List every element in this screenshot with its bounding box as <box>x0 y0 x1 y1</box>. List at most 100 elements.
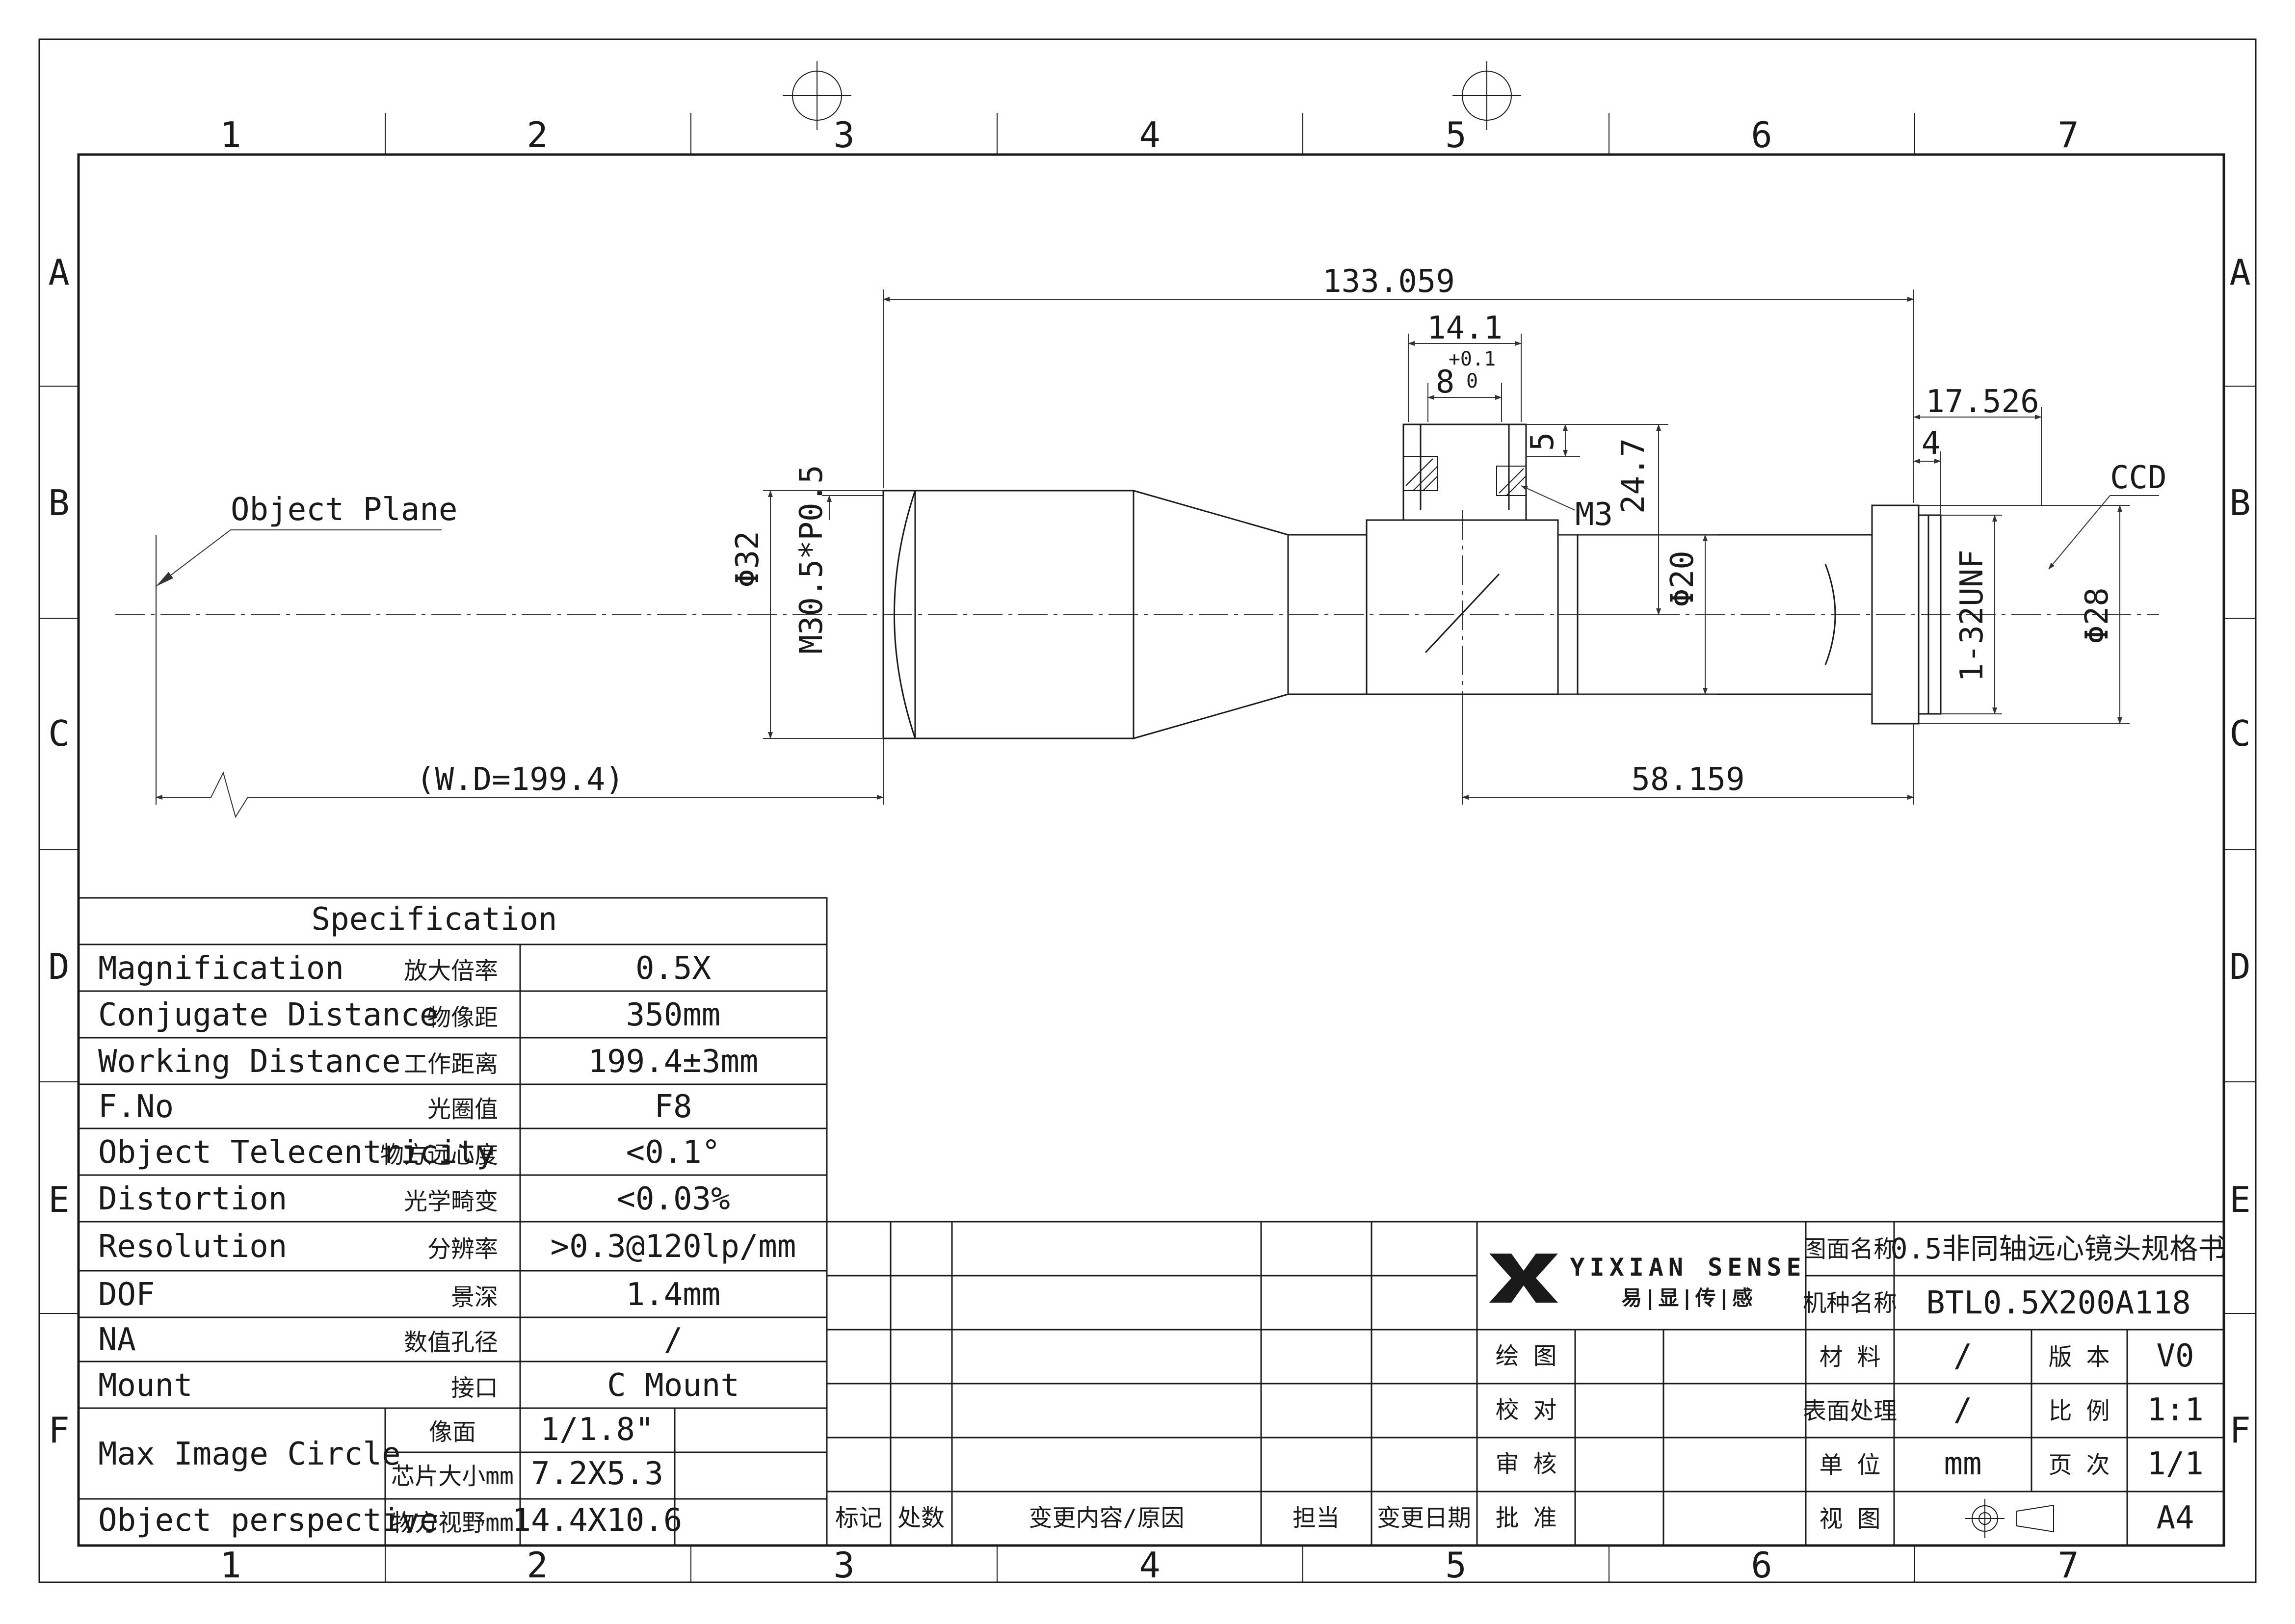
spec-row-value: 1.4mm <box>626 1277 721 1313</box>
spec-row-label: Working Distance <box>98 1044 401 1080</box>
model-label: 机种名称 <box>1803 1289 1897 1317</box>
spec-row-label-cn: 光圈值 <box>427 1096 498 1123</box>
dim-port-tol-minus: 0 <box>1466 370 1478 393</box>
spec-row-value: <0.03% <box>616 1181 730 1217</box>
zone-row-b: B <box>48 482 69 524</box>
zone-col-3: 3 <box>833 114 854 156</box>
role-review: 审 核 <box>1496 1450 1557 1478</box>
page-label: 页 次 <box>2049 1451 2110 1479</box>
zone-row-d-right: D <box>2229 946 2250 987</box>
spec-row-label-cn: 物方远心度 <box>380 1141 498 1169</box>
role-approve: 批 准 <box>1496 1504 1557 1532</box>
spec-row-label: Magnification <box>98 950 344 987</box>
zone-row-e: E <box>48 1179 69 1220</box>
unit-label: 单 位 <box>1820 1451 1881 1479</box>
zone-row-a-right: A <box>2229 252 2250 293</box>
zone-col-3-bottom: 3 <box>833 1545 854 1586</box>
zone-col-7: 7 <box>2058 114 2079 156</box>
zone-row-b-right: B <box>2229 482 2250 524</box>
spec-row-label-cn: 物像距 <box>427 1004 498 1031</box>
unit-value: mm <box>1944 1446 1981 1482</box>
title-block-grid <box>826 1221 2225 1546</box>
zone-grid <box>39 113 2256 1582</box>
spec-row-value: <0.1° <box>626 1134 721 1171</box>
spec-row-label: F.No <box>98 1089 174 1125</box>
dim-mount-thread: 1-32UNF <box>1954 550 1990 682</box>
spec-row-label-cn: 放大倍率 <box>404 957 498 985</box>
material-label: 材 料 <box>1820 1343 1881 1371</box>
zone-col-2: 2 <box>527 114 548 156</box>
spec-row-label-cn: 光学畸变 <box>404 1188 498 1215</box>
dim-port-inner: 8 <box>1436 364 1455 400</box>
rev-header-count: 处数 <box>897 1504 945 1532</box>
ccd-label: CCD <box>2110 460 2167 496</box>
spec-table-grid <box>78 897 828 1546</box>
projection-symbol-icon <box>1965 1499 2054 1538</box>
zone-row-a: A <box>48 252 69 293</box>
company-name-cn: 易|显|传|感 <box>1621 1286 1755 1310</box>
spec-row-label: Distortion <box>98 1181 287 1217</box>
spec-row-value: C Mount <box>607 1367 739 1404</box>
scale-value: 1:1 <box>2147 1392 2204 1428</box>
spec-image-circle-label: Max Image Circle <box>98 1436 401 1472</box>
zone-col-6: 6 <box>1751 114 1772 156</box>
spec-row-value: 350mm <box>626 997 721 1033</box>
version-label: 版 本 <box>2049 1343 2110 1371</box>
sheet-size: A4 <box>2156 1500 2194 1536</box>
rev-header-mark: 标记 <box>835 1504 882 1532</box>
zone-col-1-bottom: 1 <box>220 1545 241 1586</box>
role-check: 校 对 <box>1496 1396 1557 1424</box>
spec-row-value: 199.4±3mm <box>588 1044 759 1080</box>
dim-port-depth: 5 <box>1525 432 1561 451</box>
zone-col-2-bottom: 2 <box>527 1545 548 1586</box>
page-value: 1/1 <box>2147 1446 2204 1482</box>
spec-perspective-sub: 物方视野mm <box>391 1509 514 1537</box>
spec-perspective-label: Object perspective <box>98 1502 439 1539</box>
zone-col-5: 5 <box>1445 114 1466 156</box>
m3-label: M3 <box>1575 497 1613 533</box>
material-value: / <box>1953 1338 1973 1374</box>
registration-marks <box>783 61 1521 130</box>
version-value: V0 <box>2156 1338 2194 1374</box>
spec-row-value: 0.5X <box>635 950 711 987</box>
port-section-hatch <box>1403 456 1527 496</box>
spec-row-value: >0.3@120lp/mm <box>551 1229 796 1265</box>
zone-labels: 1 2 3 4 5 6 7 1 2 3 4 5 6 7 A B C D E F … <box>48 114 2250 1586</box>
dim-front-dia: Φ32 <box>730 531 766 588</box>
spec-image-circle-val2: 7.2X5.3 <box>531 1456 663 1492</box>
role-draw: 绘 图 <box>1496 1342 1557 1370</box>
zone-col-6-bottom: 6 <box>1751 1545 1772 1586</box>
spec-row-label: Object Telecentricity <box>98 1134 495 1171</box>
dim-port-width: 14.1 <box>1427 310 1503 346</box>
zone-col-4: 4 <box>1139 114 1160 156</box>
spec-image-circle-sub1: 像面 <box>429 1418 476 1446</box>
object-plane-leader <box>156 529 231 587</box>
zone-col-4-bottom: 4 <box>1139 1545 1160 1586</box>
dim-rear-length: 17.526 <box>1926 384 2039 420</box>
view-label: 视 图 <box>1820 1505 1881 1533</box>
zone-col-5-bottom: 5 <box>1445 1545 1466 1586</box>
dim-mount-dia: Φ28 <box>2079 587 2115 644</box>
spec-row-label: Conjugate Distance <box>98 997 439 1033</box>
surface-value: / <box>1953 1392 1973 1428</box>
spec-image-circle-val1: 1/1.8" <box>540 1412 654 1448</box>
zone-col-1: 1 <box>220 114 241 156</box>
spec-title: Specification <box>312 901 557 938</box>
drawing-name: 0.5非同轴远心镜头规格书 <box>1891 1232 2227 1265</box>
zone-row-c: C <box>48 713 69 754</box>
dim-working-distance: (W.D=199.4) <box>416 761 624 798</box>
inner-frame <box>77 153 2225 1547</box>
object-plane-label: Object Plane <box>231 492 457 528</box>
lens-body <box>882 423 1942 739</box>
scale-label: 比 例 <box>2049 1397 2110 1425</box>
spec-image-circle-sub2: 芯片大小mm <box>391 1463 514 1490</box>
mirror-line <box>1424 573 1500 654</box>
zone-row-c-right: C <box>2229 713 2250 754</box>
dim-body-dia: Φ20 <box>1664 550 1701 607</box>
spec-row-label: Mount <box>98 1367 193 1404</box>
dim-port-tol-plus: +0.1 <box>1449 348 1496 370</box>
spec-row-label-cn: 接口 <box>451 1374 498 1402</box>
